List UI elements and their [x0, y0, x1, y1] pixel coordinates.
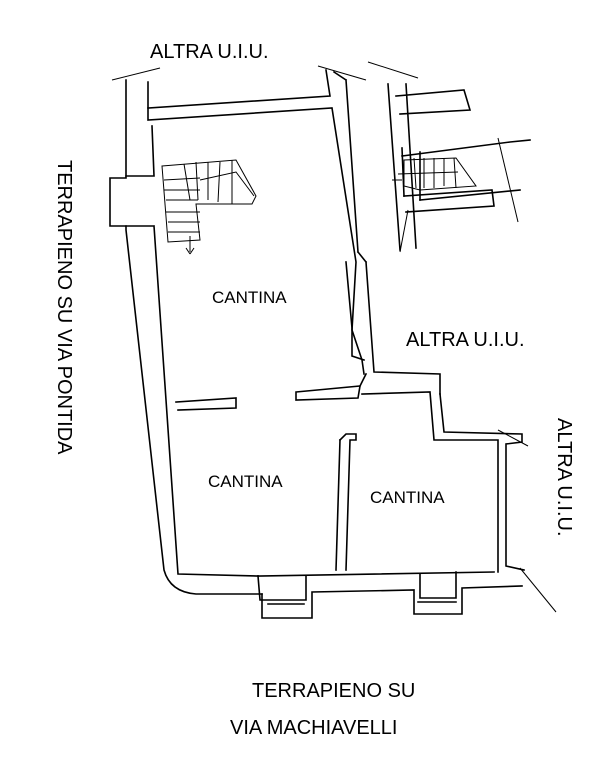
label-left-side: TERRAPIENO SU VIA PONTIDA — [53, 160, 75, 455]
label-right-neighbor: ALTRA U.I.U. — [406, 329, 525, 351]
walls — [109, 69, 525, 619]
label-bottom-line2: VIA MACHIAVELLI — [230, 717, 397, 739]
staircase-main — [161, 159, 257, 255]
neighbor-unit-upper — [387, 83, 531, 251]
label-top-neighbor: ALTRA U.I.U. — [150, 41, 269, 63]
room-label-cantina-1: CANTINA — [212, 288, 287, 307]
label-bottom-line1: TERRAPIENO SU — [252, 680, 415, 702]
staircase-neighbor — [392, 157, 477, 191]
labels: ALTRA U.I.U. ALTRA U.I.U. ALTRA U.I.U. T… — [53, 41, 575, 739]
break-lines — [111, 61, 557, 613]
room-label-cantina-2: CANTINA — [208, 472, 283, 491]
room-label-cantina-3: CANTINA — [370, 488, 445, 507]
label-right-vertical-neighbor: ALTRA U.I.U. — [553, 418, 575, 537]
